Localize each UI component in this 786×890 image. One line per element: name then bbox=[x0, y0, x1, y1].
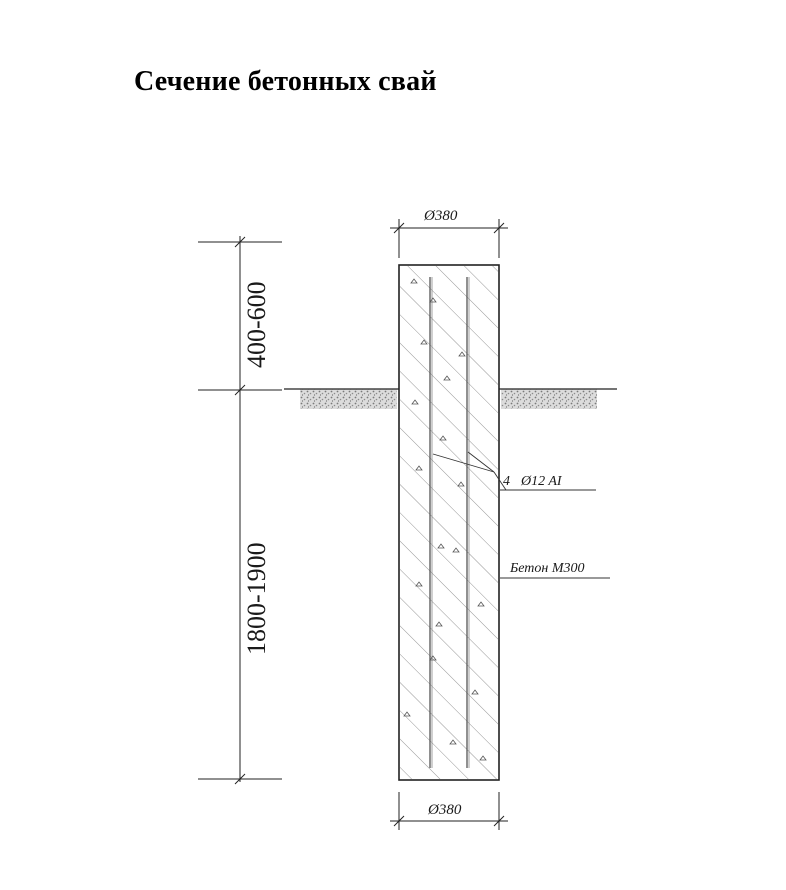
vertical-dimension-line bbox=[198, 236, 282, 785]
below-ground-label: 1800-1900 bbox=[242, 542, 271, 655]
bottom-diameter-dimension bbox=[390, 792, 508, 830]
top-diameter-dimension bbox=[390, 219, 508, 258]
rebar-spec-label: Ø12 AI bbox=[520, 474, 563, 489]
pile-hatch bbox=[400, 266, 498, 779]
aggregate-marks bbox=[403, 278, 487, 761]
rebar-leader bbox=[432, 451, 596, 491]
concrete-label: Бетон М300 bbox=[509, 561, 585, 576]
soil-left bbox=[300, 389, 397, 409]
page-title: Сечение бетонных свай bbox=[134, 66, 437, 97]
top-diameter-label: Ø380 bbox=[423, 208, 458, 224]
soil-right bbox=[501, 389, 597, 409]
above-ground-label: 400-600 bbox=[242, 281, 271, 368]
bottom-diameter-label: Ø380 bbox=[427, 802, 462, 818]
rebar-count-label: 4 bbox=[503, 474, 510, 489]
